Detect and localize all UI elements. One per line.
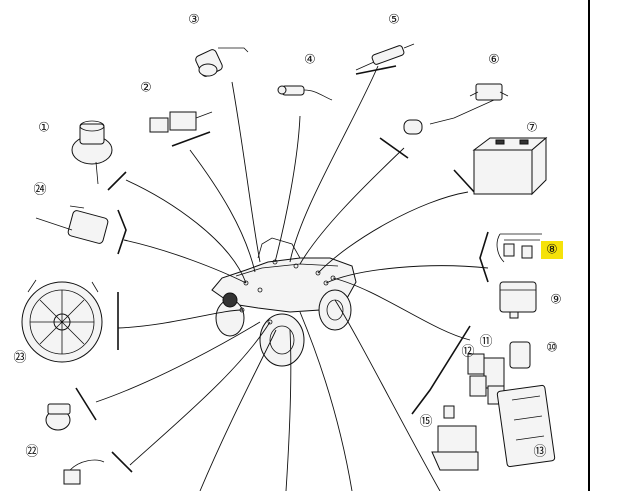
component-15-fuse-box: [431, 405, 479, 471]
front-wheel: [259, 313, 305, 367]
component-5-plug-sensor: [355, 43, 415, 71]
callout-2: ②: [140, 81, 152, 96]
component-23-cooling-fan: [21, 279, 103, 363]
callout-label: ⑬: [533, 445, 546, 460]
component-4-sensor-lead: [277, 85, 333, 101]
callout-10: ⑩: [546, 341, 558, 356]
callout-label: ⑥: [488, 53, 500, 68]
callout-label: ⑨: [550, 293, 562, 308]
callout-label: ⑪: [479, 335, 492, 350]
callout-7: ⑦: [526, 121, 538, 136]
callout-label: ⑮: [419, 415, 432, 430]
component-6-switch-bracket: [403, 83, 509, 135]
component-9-relay-box: [499, 281, 537, 319]
callout-8: ⑧: [546, 243, 558, 258]
callout-9: ⑨: [550, 293, 562, 308]
component-2-relay-connector: [149, 111, 213, 133]
callout-6: ⑥: [488, 53, 500, 68]
callout-label: ③: [188, 13, 200, 28]
page-frame-border: [588, 0, 590, 491]
callout-8-highlight: [541, 241, 563, 259]
component-1-pressure-switch: [71, 120, 113, 185]
callout-label: ①: [38, 121, 50, 136]
callout-label: ④: [304, 53, 316, 68]
component-connector-bottom: [63, 459, 105, 485]
component-13-ecu: [496, 384, 556, 468]
callout-label: ⑦: [526, 121, 538, 136]
callout-label: ⑧: [546, 243, 558, 258]
component-10-relay: [509, 341, 531, 369]
callout-3: ③: [188, 13, 200, 28]
callout-label: ㉔: [33, 183, 46, 198]
bracket-marks: [75, 65, 489, 473]
callout-4: ④: [304, 53, 316, 68]
callout-11: ⑪: [479, 335, 492, 350]
component-11-12-fuse-relays: [467, 353, 505, 405]
component-24-ignition-coil: [35, 205, 109, 244]
rear-wheel: [318, 289, 352, 331]
component-3-sensor: [195, 47, 249, 77]
callout-13: ⑬: [533, 445, 546, 460]
callout-23: ㉓: [13, 351, 26, 366]
component-22-sensor: [45, 403, 71, 431]
atv-vehicle: [211, 237, 357, 367]
component-7-battery: [472, 136, 548, 196]
callout-5: ⑤: [388, 13, 400, 28]
callout-label: ⑫: [461, 345, 474, 360]
callout-24: ㉔: [33, 183, 46, 198]
component-8-wire-lead: [496, 233, 542, 263]
callout-1: ①: [38, 121, 50, 136]
callout-label: ⑩: [546, 341, 558, 356]
callout-15: ⑮: [419, 415, 432, 430]
callout-label: ㉓: [13, 351, 26, 366]
leader-lines: [95, 65, 489, 491]
callout-label: ⑤: [388, 13, 400, 28]
callout-label: ㉒: [25, 445, 38, 460]
callout-22: ㉒: [25, 445, 38, 460]
callout-12: ⑫: [461, 345, 474, 360]
callout-label: ②: [140, 81, 152, 96]
